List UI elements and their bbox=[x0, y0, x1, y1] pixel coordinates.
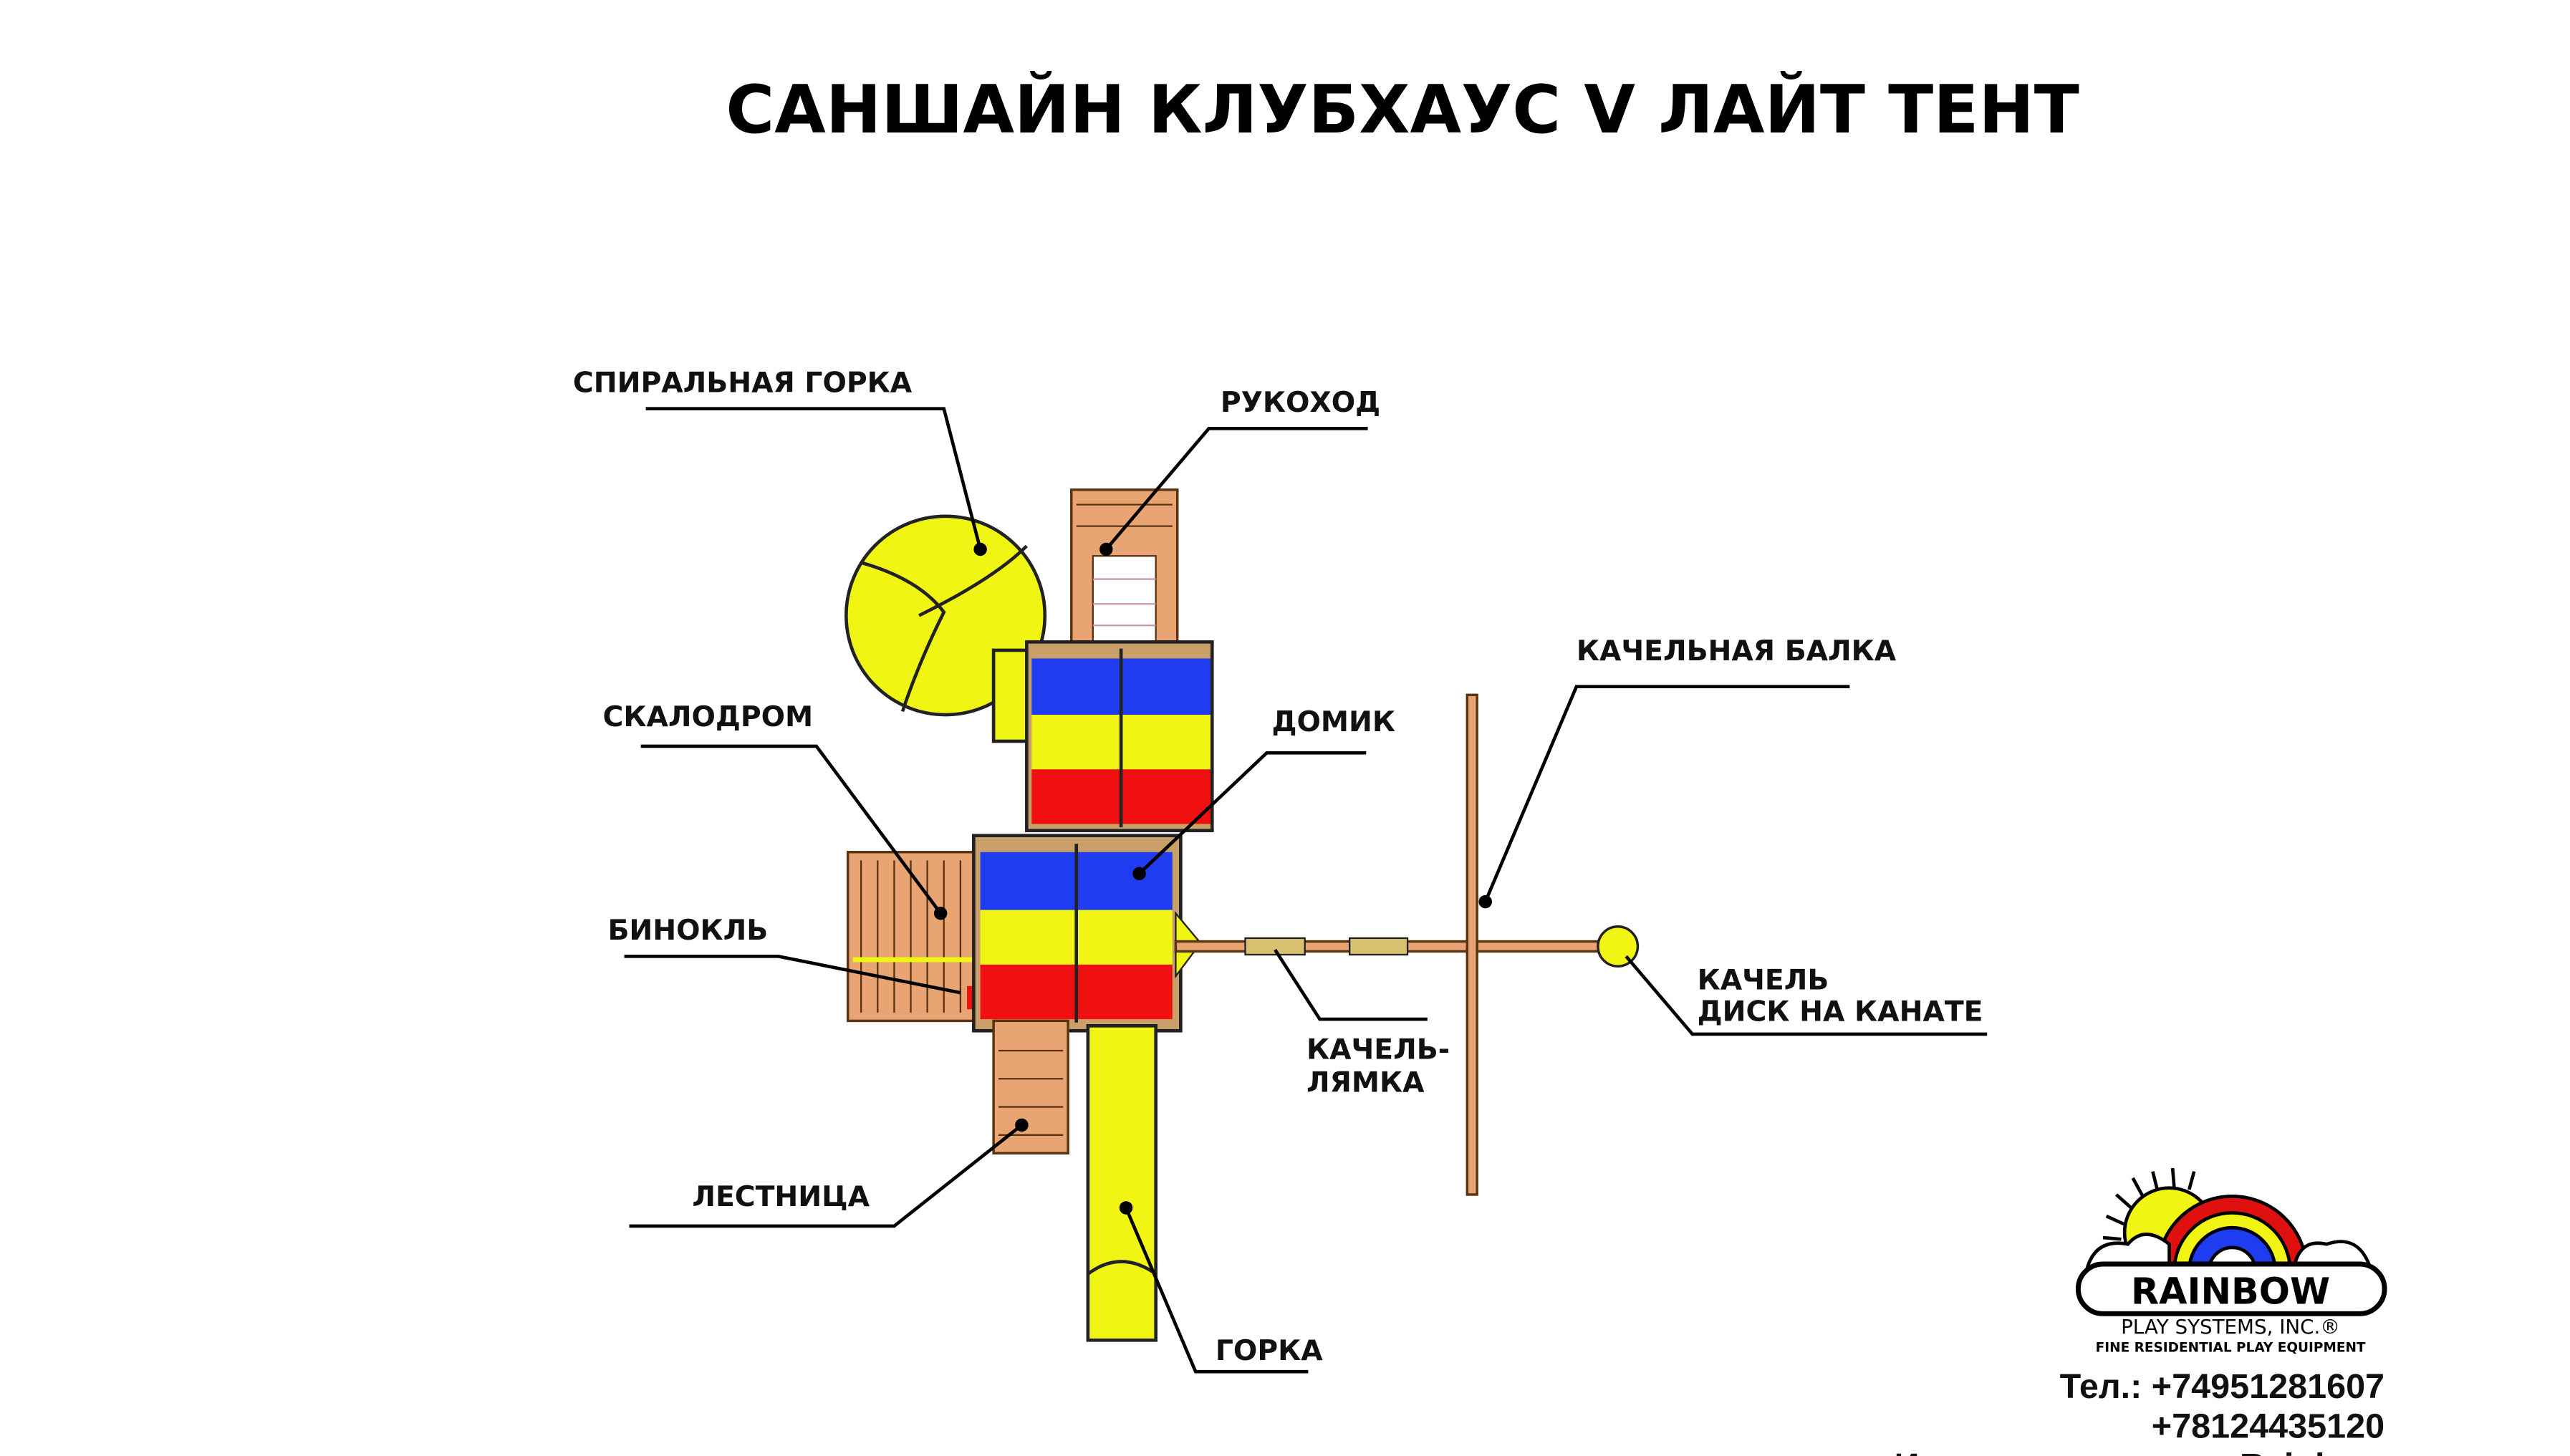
label-disc-swing-1: КАЧЕЛЬ bbox=[1698, 965, 1829, 997]
label-spiral-slide: СПИРАЛЬНАЯ ГОРКА bbox=[573, 367, 913, 400]
label-disc-swing-2: ДИСК НА КАНАТЕ bbox=[1698, 995, 1983, 1028]
ladder bbox=[992, 1019, 1069, 1154]
belt-swing bbox=[1244, 937, 1306, 956]
footer-text: Игровые площадки Rainbow bbox=[1895, 1447, 2385, 1456]
logo-brand: RAINBOW bbox=[2131, 1270, 2330, 1312]
belt-swing bbox=[1349, 937, 1409, 956]
spiral-slide bbox=[844, 514, 1047, 743]
monkey-bars bbox=[1070, 488, 1179, 647]
swing-beam bbox=[1174, 693, 1640, 1196]
upper-house bbox=[1025, 640, 1214, 833]
label-belt-swing-2: ЛЯМКА bbox=[1306, 1067, 1425, 1099]
page-title: САНШАЙН КЛУБХАУС V ЛАЙТ ТЕНТ bbox=[726, 71, 2079, 148]
disc-swing bbox=[1597, 925, 1640, 968]
phone-1: Тел.: +74951281607 bbox=[2060, 1367, 2384, 1406]
label-slide: ГОРКА bbox=[1216, 1335, 1323, 1367]
slide bbox=[1086, 1024, 1158, 1342]
label-climbing-wall: СКАЛОДРОМ bbox=[603, 701, 814, 733]
callouts: СПИРАЛЬНАЯ ГОРКА РУКОХОД КАЧЕЛЬНАЯ БАЛКА… bbox=[573, 367, 1988, 1374]
label-house: ДОМИК bbox=[1272, 706, 1395, 738]
label-binoculars: БИНОКЛЬ bbox=[607, 915, 768, 947]
lower-house bbox=[972, 834, 1183, 1033]
logo-tagline: FINE RESIDENTIAL PLAY EQUIPMENT bbox=[2096, 1340, 2366, 1355]
logo-company: PLAY SYSTEMS, INC.® bbox=[2121, 1315, 2340, 1339]
label-swing-beam: КАЧЕЛЬНАЯ БАЛКА bbox=[1577, 635, 1897, 667]
label-monkey-bars: РУКОХОД bbox=[1221, 387, 1380, 419]
label-ladder: ЛЕСТНИЦА bbox=[692, 1181, 870, 1213]
rainbow-logo: RAINBOW PLAY SYSTEMS, INC.® FINE RESIDEN… bbox=[2075, 1167, 2387, 1355]
label-belt-swing-1: КАЧЕЛЬ- bbox=[1306, 1034, 1450, 1066]
phone-2: +78124435120 bbox=[2152, 1407, 2384, 1446]
